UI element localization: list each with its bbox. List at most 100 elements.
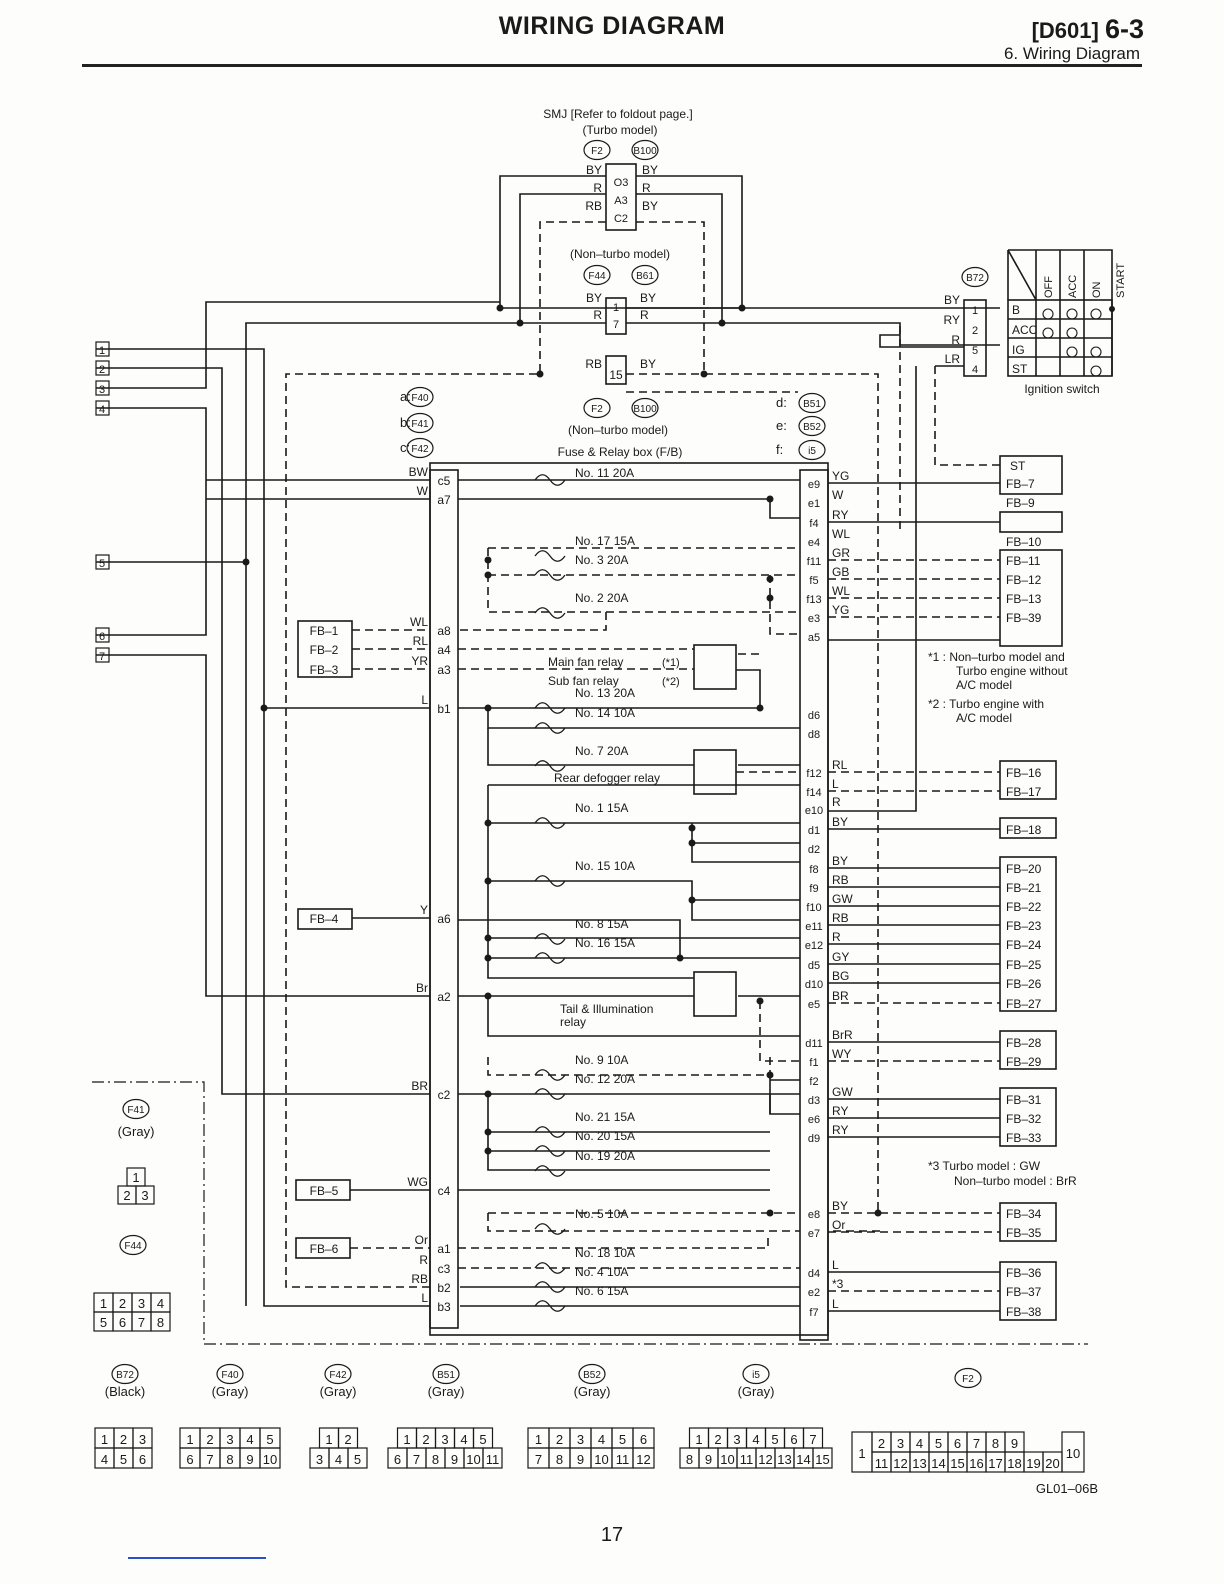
right-fb-label: FB–9 [1006, 496, 1035, 510]
right-pin-wire: L [832, 1297, 839, 1311]
f41-pin: 3 [141, 1188, 148, 1203]
conn-pin-bottom: 8 [432, 1452, 439, 1467]
conn-pin-bottom: 12 [636, 1452, 650, 1467]
header-rule [82, 64, 1142, 67]
fuse-symbol [534, 760, 566, 772]
conn-f40-label: F40 [221, 1370, 239, 1381]
conn-pin-bottom: 4 [101, 1452, 108, 1467]
right-pin-wire: R [832, 930, 841, 944]
nt1-pin: 1 [613, 302, 619, 314]
tail-relay-label-2: relay [560, 1015, 586, 1029]
right-pin-wire: WY [832, 1047, 851, 1061]
left-pin-wire: R [419, 1253, 428, 1267]
fuse-label: No. 21 15A [575, 1110, 635, 1124]
sub-fan-relay-label: Sub fan relay [548, 674, 619, 688]
nt1-wire-right: BY [640, 291, 656, 305]
conn-pin-bottom: 11 [740, 1452, 754, 1467]
f2-pin-bottom: 18 [1007, 1456, 1021, 1471]
right-fb-label: FB–20 [1006, 862, 1042, 876]
nt1-connector-b [631, 264, 659, 286]
right-pin-wire: R [832, 795, 841, 809]
nt1-wire-left: BY [586, 291, 602, 305]
nt1-pin: 7 [613, 319, 619, 331]
conn-pin-top: 2 [556, 1432, 563, 1447]
right-pin: d9 [808, 1133, 820, 1145]
ignition-label: Ignition switch [1024, 382, 1099, 396]
conn-color: (Gray) [738, 1384, 775, 1399]
right-pin-wire: WL [832, 527, 850, 541]
right-fb-label: FB–7 [1006, 477, 1035, 491]
conn-pin-bottom: 9 [705, 1452, 712, 1467]
f44-pin: 4 [157, 1296, 164, 1311]
right-pin: e6 [808, 1114, 820, 1126]
conn-pin-bottom: 7 [206, 1452, 213, 1467]
fuse-label: No. 3 20A [575, 553, 628, 567]
right-pin: f2 [809, 1076, 818, 1088]
right-pin: e12 [805, 940, 823, 952]
conn-pin-bottom: 15 [815, 1452, 829, 1467]
f44-pin: 8 [157, 1315, 164, 1330]
fuse-symbol [534, 1069, 566, 1081]
ignition-position: OFF [1043, 276, 1055, 298]
conn-i5-label: i5 [752, 1370, 760, 1381]
note-3a: *3 Turbo model : GW [928, 1159, 1041, 1173]
conn-f41-label: F41 [127, 1105, 145, 1116]
conn-pin-top: 2 [120, 1432, 127, 1447]
right-pin: e2 [808, 1287, 820, 1299]
left-fb-label: FB–4 [310, 912, 339, 926]
conn-color: (Gray) [574, 1384, 611, 1399]
conn-pin-bottom: 3 [316, 1452, 323, 1467]
conn-pin-bottom: 8 [556, 1452, 563, 1467]
f2-pin-top: 7 [973, 1436, 980, 1451]
fuse-symbol [534, 1223, 566, 1235]
left-pin: c4 [438, 1184, 451, 1198]
left-terminal-box [95, 380, 110, 396]
nt2-connector-a-label: F2 [591, 404, 603, 415]
fuse-label: No. 14 10A [575, 706, 635, 720]
left-pin: c5 [438, 474, 451, 488]
right-fb-label: FB–35 [1006, 1226, 1042, 1240]
legend-conn-d-label: B51 [803, 399, 821, 410]
diagram-code: [D601] [1031, 18, 1099, 43]
right-pin-wire: RB [832, 911, 849, 925]
right-fb-label: FB–23 [1006, 919, 1042, 933]
f44-pin: 2 [119, 1296, 126, 1311]
conn-color: (Gray) [212, 1384, 249, 1399]
fuse-symbol [534, 474, 566, 486]
legend-conn-e [798, 415, 826, 437]
left-pin-wire: BR [411, 1079, 428, 1093]
right-pin: f7 [809, 1307, 818, 1319]
left-pin-wire: Or [415, 1233, 428, 1247]
left-terminal: 6 [99, 631, 105, 643]
right-pin-wire: BY [832, 854, 848, 868]
conn-pin-bottom-cell [347, 1447, 368, 1469]
conn-pin-top: 1 [101, 1432, 108, 1447]
conn-pin-bottom: 9 [577, 1452, 584, 1467]
conn-pin-top: 2 [422, 1432, 429, 1447]
fuse-label: No. 18 10A [575, 1246, 635, 1260]
smj-pin: C2 [614, 213, 628, 225]
fuse-label: No. 13 20A [575, 686, 635, 700]
conn-i5 [742, 1363, 770, 1385]
note-3b: Non–turbo model : BrR [954, 1174, 1077, 1188]
fuse-label: No. 12 20A [575, 1072, 635, 1086]
conn-pin-top: 3 [139, 1432, 146, 1447]
f2-pin-top: 6 [954, 1436, 961, 1451]
switch-contact [1042, 327, 1054, 339]
ignition-terminal: IG [1012, 343, 1025, 357]
f2-right-cell [1061, 1431, 1085, 1473]
conn-pin-bottom: 5 [120, 1452, 127, 1467]
f44-pin: 7 [138, 1315, 145, 1330]
left-terminal: 7 [99, 651, 105, 663]
sub-fan-relay-note: (*2) [662, 676, 680, 688]
nt1-connector-a-label: F44 [588, 271, 606, 282]
fuse-symbol [534, 550, 566, 562]
left-pin: a3 [437, 663, 451, 677]
conn-pin-bottom: 10 [594, 1452, 608, 1467]
fuse-label: No. 4 10A [575, 1265, 628, 1279]
f2-pin-bottom: 19 [1026, 1456, 1040, 1471]
ignition-pin: 4 [972, 364, 978, 376]
fuse-symbol [534, 1262, 566, 1274]
right-fb-label: FB–22 [1006, 900, 1042, 914]
